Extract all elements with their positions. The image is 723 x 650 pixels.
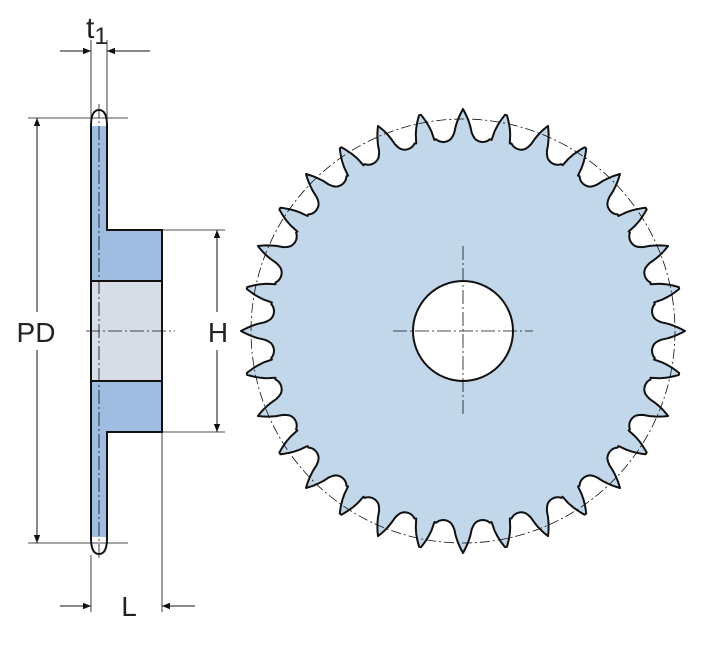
h-label: H — [208, 317, 228, 348]
t1-label: t1 — [86, 12, 108, 50]
side-upper-body — [90, 108, 163, 282]
pd-label: PD — [17, 317, 56, 348]
front-view — [240, 108, 686, 554]
l-label: L — [121, 591, 137, 622]
side-lower-body — [90, 380, 163, 556]
t1-label-sub: 1 — [94, 23, 107, 50]
t1-label-main: t — [86, 12, 95, 45]
dimensions: t1 PD H L — [17, 12, 229, 622]
side-view — [86, 104, 175, 560]
side-top-tooth-tip — [92, 111, 106, 126]
pitch-circle — [250, 118, 676, 544]
